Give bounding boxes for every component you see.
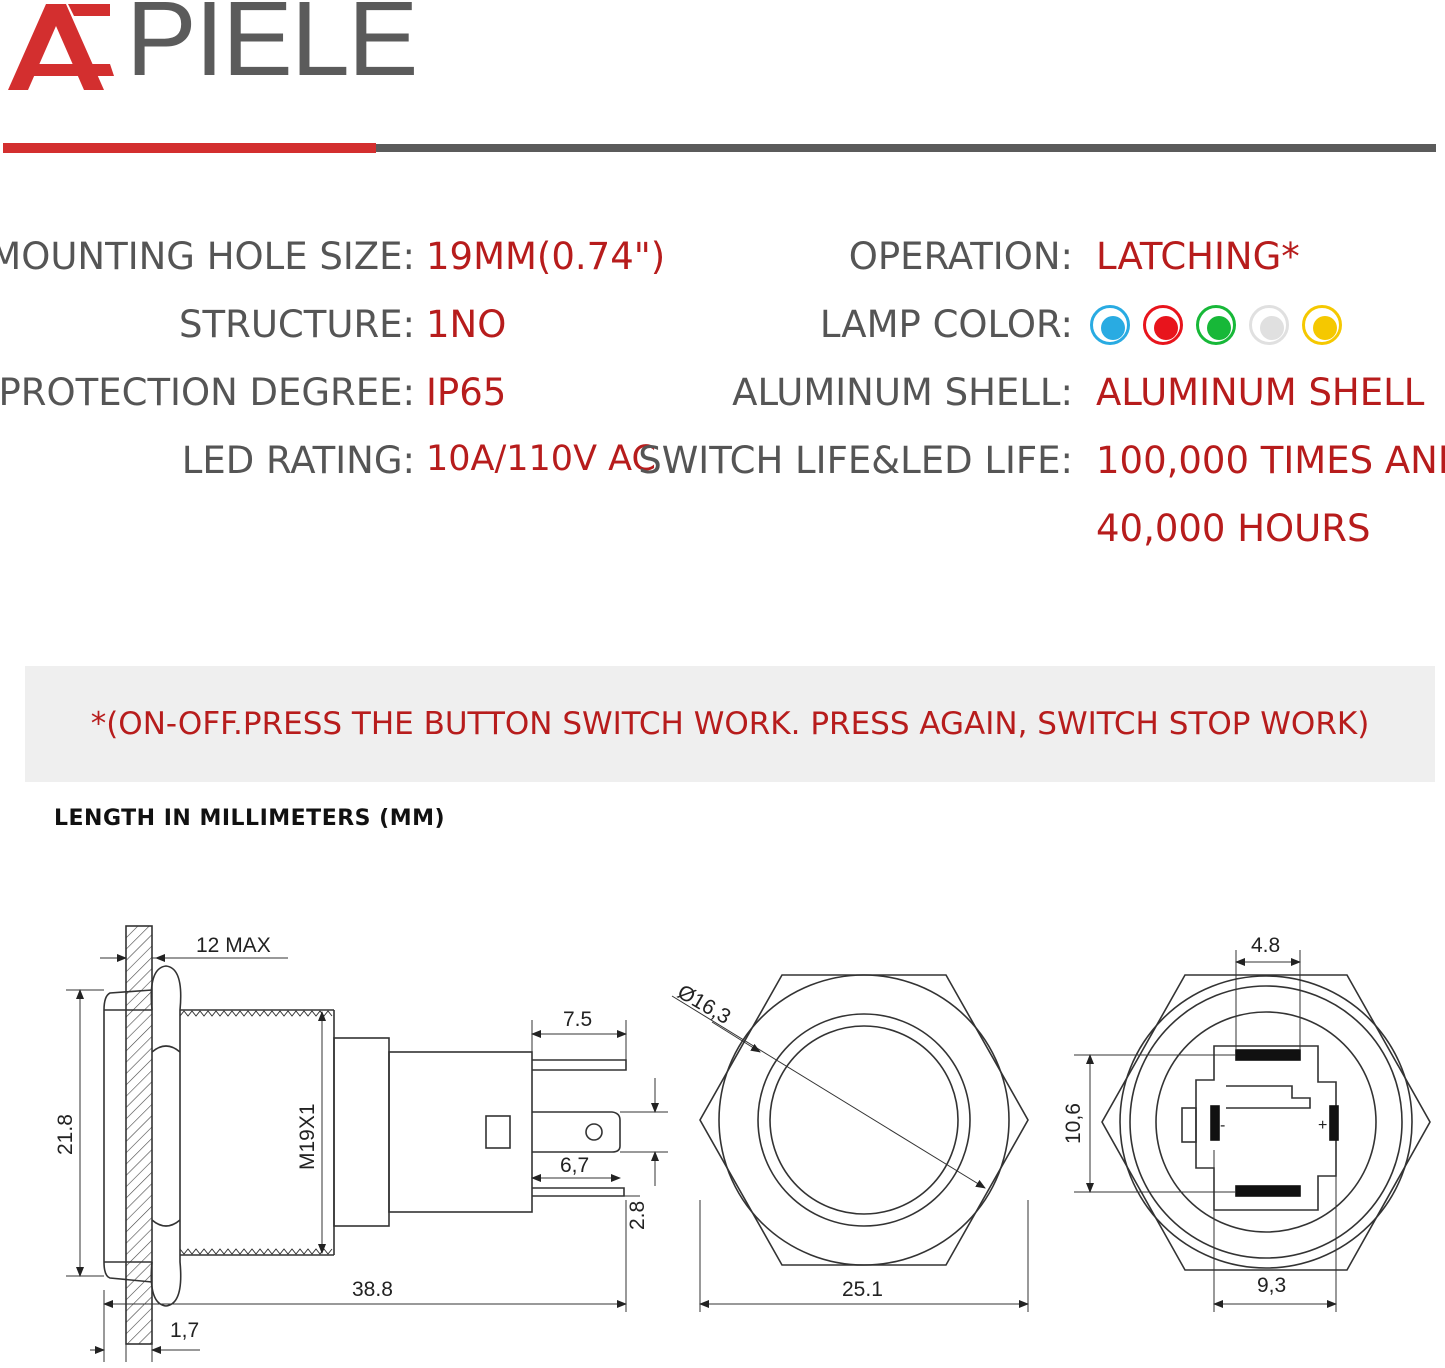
spec-label: OPERATION:	[848, 235, 1073, 278]
brand-name: PIELE	[126, 0, 419, 98]
spec-label: ALUMINUM SHELL:	[732, 371, 1073, 414]
spec-label: STRUCTURE:	[179, 303, 415, 346]
brand-logo: PIELE	[8, 0, 419, 100]
dim-4-8: 4.8	[1251, 934, 1280, 957]
header-rule-red	[3, 143, 376, 153]
spec-label: PROTECTION DEGREE:	[0, 371, 415, 414]
spec-label: LED RATING:	[181, 439, 415, 482]
terminal-minus: -	[1220, 1117, 1225, 1134]
spec-label: MOUNTING HOLE SIZE:	[0, 235, 415, 278]
spec-label: LAMP COLOR:	[819, 303, 1073, 346]
lamp-color-fill	[1260, 316, 1284, 340]
spec-mounting: MOUNTING HOLE SIZE:	[0, 238, 415, 275]
lamp-color-fill	[1313, 316, 1337, 340]
spec-life-value-2: 40,000 HOURS	[1096, 507, 1371, 550]
lamp-color-swatch	[1143, 305, 1183, 345]
operation-note: *(ON-OFF.PRESS THE BUTTON SWITCH WORK. P…	[90, 706, 1370, 742]
spec-protection-value: IP65	[426, 371, 507, 414]
spec-structure-value: 1NO	[426, 303, 507, 346]
dim-thread: M19X1	[296, 1103, 319, 1170]
dim-10-6: 10,6	[1062, 1103, 1085, 1144]
lamp-color-swatch	[1302, 305, 1342, 345]
lamp-color-fill	[1207, 316, 1231, 340]
lamp-color-swatch	[1196, 305, 1236, 345]
dim-25-1: 25.1	[842, 1278, 883, 1301]
spec-lamp: LAMP COLOR:	[820, 306, 1073, 343]
logo-mark-icon	[8, 4, 114, 90]
spec-label: SWITCH LIFE&LED LIFE:	[638, 439, 1073, 482]
rear-view	[1074, 950, 1431, 1312]
spec-life: SWITCH LIFE&LED LIFE:	[638, 442, 1073, 479]
dim-2-8: 2.8	[626, 1201, 649, 1230]
spec-led-value: 10A/110V AC	[426, 439, 656, 479]
spec-structure: STRUCTURE:	[179, 306, 415, 343]
side-view	[66, 925, 668, 1362]
dim-9-3: 9,3	[1257, 1274, 1286, 1297]
dim-38-8: 38.8	[352, 1278, 393, 1301]
spec-led: LED RATING:	[182, 442, 415, 479]
spec-operation-value: LATCHING*	[1096, 235, 1300, 278]
units-heading: LENGTH IN MILLIMETERS (MM)	[54, 806, 446, 831]
dim-7-5: 7.5	[563, 1008, 592, 1031]
operation-note-box: *(ON-OFF.PRESS THE BUTTON SWITCH WORK. P…	[25, 666, 1435, 782]
dim-21-8: 21.8	[54, 1114, 77, 1155]
front-view	[671, 974, 1029, 1312]
lamp-color-swatch	[1249, 305, 1289, 345]
dim-6-7: 6,7	[560, 1154, 589, 1177]
dim-dia-16-3: Ø16,3	[674, 980, 735, 1029]
spec-mounting-value: 19MM(0.74")	[426, 235, 666, 278]
spec-protection: PROTECTION DEGREE:	[0, 374, 415, 411]
terminal-plus: +	[1318, 1117, 1327, 1134]
lamp-color-fill	[1154, 316, 1178, 340]
spec-operation: OPERATION:	[849, 238, 1073, 275]
lamp-color-fill	[1101, 316, 1125, 340]
dim-1-7: 1,7	[170, 1319, 199, 1342]
spec-shell-value: ALUMINUM SHELL	[1096, 371, 1425, 414]
spec-shell: ALUMINUM SHELL:	[732, 374, 1073, 411]
header-rule-grey	[376, 144, 1436, 152]
dim-12max: 12 MAX	[196, 934, 271, 957]
lamp-color-swatch	[1090, 305, 1130, 345]
spec-life-value-1: 100,000 TIMES AND	[1096, 439, 1445, 482]
